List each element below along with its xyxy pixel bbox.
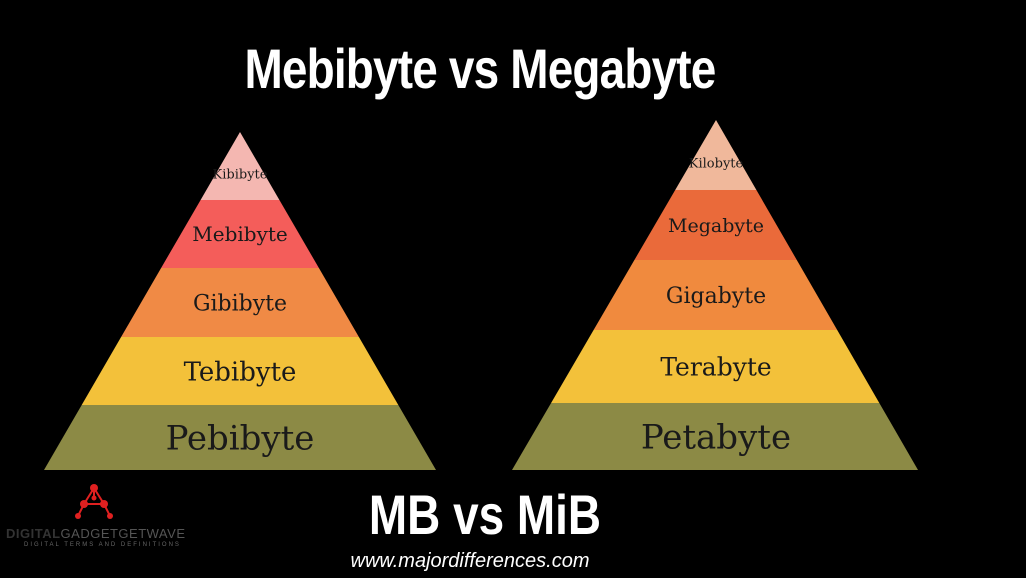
page-title: Mebibyte vs Megabyte (244, 37, 716, 100)
website-url: www.majordifferences.com (350, 550, 590, 572)
pyramid-label-gigabyte: Gigabyte (666, 284, 766, 309)
pyramid-label-gibibyte: Gibibyte (193, 291, 287, 316)
pyramid-level-kibibyte (200, 132, 280, 200)
logo-tagline: DIGITAL TERMS AND DEFINITIONS (24, 542, 181, 548)
pyramid-level-kilobyte (675, 120, 757, 190)
subtitle: MB vs MiB (368, 483, 602, 546)
pyramid-level-gibibyte (121, 268, 359, 337)
brand-logo: DIGITALGADGETGETWAVE DIGITAL TERMS AND D… (6, 480, 186, 560)
pyramid-label-tebibyte: Tebibyte (184, 357, 297, 387)
logo-wordmark: DIGITALGADGETGETWAVE (6, 526, 186, 541)
pyramid-label-mebibyte: Mebibyte (192, 222, 288, 246)
pyramid-label-petabyte: Petabyte (641, 418, 791, 458)
pyramid-level-gigabyte (593, 260, 838, 330)
network-nodes-icon (75, 484, 113, 519)
pyramid-label-kilobyte: Kilobyte (689, 157, 744, 172)
pyramid-label-megabyte: Megabyte (668, 215, 764, 237)
pyramid-level-terabyte (551, 330, 880, 403)
pyramid-label-kibibyte: Kibibyte (213, 168, 268, 183)
pyramid-level-pebibyte (44, 405, 436, 470)
pyramid-level-petabyte (512, 403, 918, 470)
pyramid-level-tebibyte (81, 337, 399, 405)
pyramid-level-mebibyte (161, 200, 319, 268)
logo-word-part1: DIGITAL (6, 526, 61, 541)
logo-word-part2: GADGETGETWAVE (60, 526, 186, 541)
pyramid-label-terabyte: Terabyte (660, 353, 771, 382)
pyramid-label-pebibyte: Pebibyte (166, 419, 315, 459)
pyramid-level-megabyte (634, 190, 797, 260)
